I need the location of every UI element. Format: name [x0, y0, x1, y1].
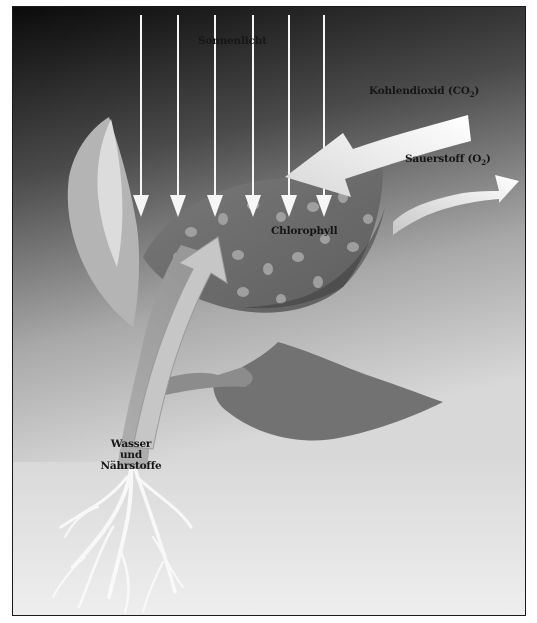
o2-label: Sauerstoff (O2): [405, 153, 491, 167]
ground-background: [13, 462, 525, 615]
co2-label-close: ): [474, 85, 479, 97]
o2-label-close: ): [486, 153, 491, 165]
co2-label: Kohlendioxid (CO2): [369, 85, 479, 99]
diagram-frame: Sonnenlicht Kohlendioxid (CO2) Sauerstof…: [12, 6, 526, 616]
sunlight-label: Sonnenlicht: [198, 35, 267, 47]
co2-label-text: Kohlendioxid (CO: [369, 85, 470, 97]
water-nutrients-label: Wasser und Nährstoffe: [93, 439, 169, 472]
water-label-line3: Nährstoffe: [93, 461, 169, 472]
chlorophyll-label: Chlorophyll: [271, 225, 337, 237]
o2-label-text: Sauerstoff (O: [405, 153, 481, 165]
